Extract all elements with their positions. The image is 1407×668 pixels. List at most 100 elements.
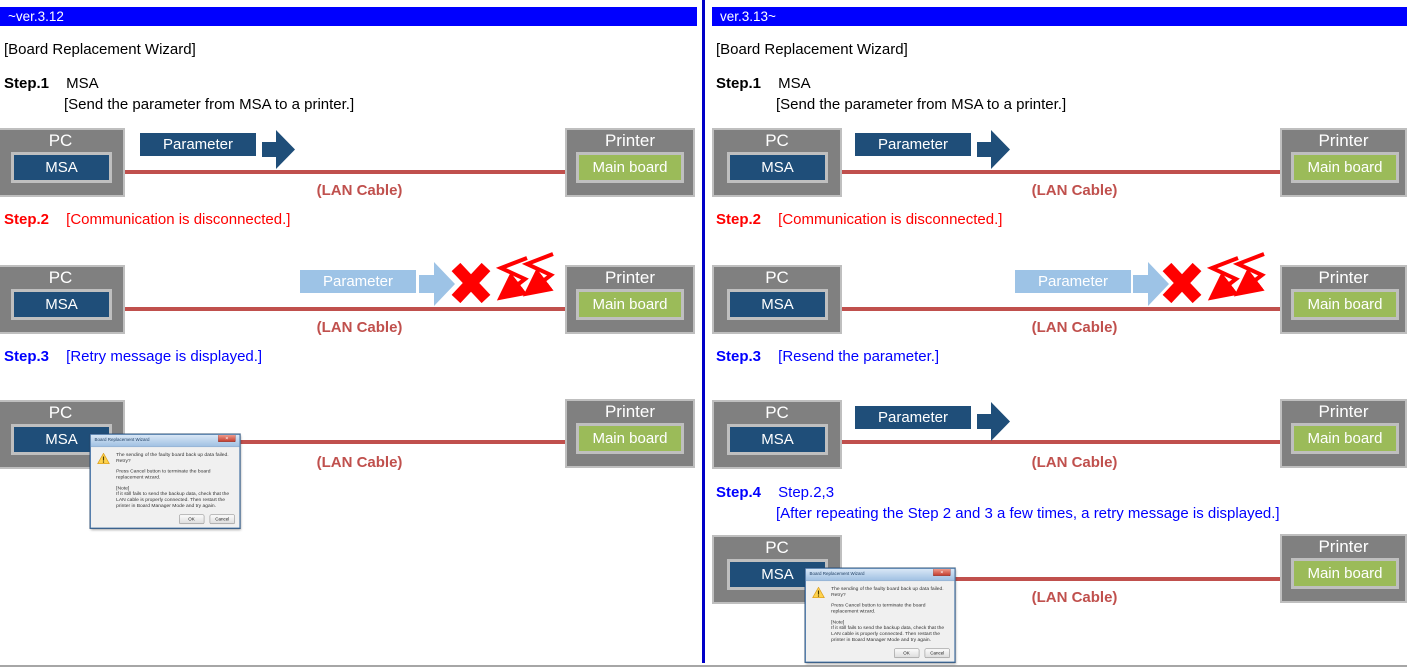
parameter-arrow-icon — [1133, 262, 1169, 306]
dialog-close-button[interactable]: ✕ — [217, 434, 236, 443]
lan-cable-label: (LAN Cable) — [316, 319, 403, 336]
lan-cable-label: (LAN Cable) — [1031, 182, 1118, 199]
ok-button[interactable]: OK — [893, 648, 920, 658]
mainboard-box: Main board — [1291, 152, 1399, 183]
error-x-icon — [1162, 263, 1202, 303]
pc-box: PC MSA — [712, 265, 842, 334]
dialog-close-button[interactable]: ✕ — [932, 568, 951, 577]
dialog-buttons: OK Cancel — [890, 648, 950, 658]
version-banner-left: ~ver.3.12 — [0, 7, 697, 26]
msa-box: MSA — [11, 289, 112, 320]
mainboard-box: Main board — [576, 423, 684, 454]
step1-right-line2: [Send the parameter from MSA to a printe… — [776, 96, 1066, 113]
step-text: [Retry message is displayed.] — [66, 348, 263, 365]
printer-label: Printer — [604, 131, 656, 150]
mainboard-box: Main board — [1291, 423, 1399, 454]
retry-zigzag-icon — [495, 252, 555, 301]
parameter-box: Parameter — [300, 270, 416, 293]
retry-dialog: Board Replacement Wizard ✕ The sending o… — [90, 434, 241, 529]
step-text: [Resend the parameter.] — [778, 348, 940, 365]
dialog-note-label: [Note] — [831, 619, 845, 625]
parameter-box: Parameter — [1015, 270, 1131, 293]
warning-icon — [97, 452, 110, 465]
parameter-arrow-icon — [977, 130, 1010, 169]
step3-right: Step.3 [Resend the parameter.] — [716, 348, 939, 365]
ok-button[interactable]: OK — [178, 514, 205, 524]
mainboard-box: Main board — [576, 152, 684, 183]
parameter-box: Parameter — [855, 133, 971, 156]
parameter-arrow-icon — [262, 130, 295, 169]
msa-box: MSA — [11, 152, 112, 183]
printer-box: Printer Main board — [565, 128, 695, 197]
pc-label: PC — [48, 268, 73, 287]
version-label: ~ver.3.12 — [8, 9, 64, 24]
mainboard-box: Main board — [1291, 558, 1399, 589]
wizard-title-left: [Board Replacement Wizard] — [4, 41, 196, 58]
step-text: [Send the parameter from MSA to a printe… — [776, 96, 1067, 113]
close-icon: ✕ — [940, 569, 944, 575]
pc-box: PC MSA — [712, 128, 842, 197]
pc-label: PC — [765, 131, 789, 150]
printer-label: Printer — [1318, 131, 1369, 150]
dialog-message: The sending of the faulty board back up … — [831, 586, 944, 598]
step-text: [Communication is disconnected.] — [778, 211, 1003, 228]
pc-label: PC — [765, 538, 789, 557]
parameter-box: Parameter — [140, 133, 256, 156]
printer-box: Printer Main board — [565, 399, 695, 468]
step-text: [Communication is disconnected.] — [66, 211, 291, 228]
pc-box: PC MSA — [0, 265, 125, 334]
dialog-message: Press Cancel button to terminate the boa… — [116, 468, 211, 480]
step4-right: Step.4 Step.2,3 — [716, 484, 834, 501]
step-text: [Send the parameter from MSA to a printe… — [64, 96, 355, 113]
step-label: Step.4 — [716, 484, 762, 501]
step-label: Step.3 — [716, 348, 762, 365]
lan-cable-line — [823, 440, 1290, 444]
slide-bottom-edge — [0, 665, 1407, 667]
cancel-button[interactable]: Cancel — [924, 648, 950, 658]
version-label: ver.3.13~ — [720, 9, 776, 24]
step-label: Step.3 — [4, 348, 50, 365]
step2-left: Step.2 [Communication is disconnected.] — [4, 211, 290, 228]
step-text: MSA — [778, 75, 811, 92]
printer-box: Printer Main board — [1280, 128, 1407, 197]
lan-cable-line — [108, 307, 575, 311]
pc-label: PC — [765, 268, 789, 287]
pc-box: PC MSA — [0, 128, 125, 197]
parameter-box: Parameter — [855, 406, 971, 429]
step-text: [After repeating the Step 2 and 3 a few … — [776, 505, 1280, 522]
pc-label: PC — [48, 131, 73, 150]
printer-box: Printer Main board — [1280, 265, 1407, 334]
lan-cable-label: (LAN Cable) — [316, 182, 403, 199]
dialog-note-label: [Note] — [116, 485, 130, 491]
retry-zigzag-icon — [1206, 252, 1266, 301]
printer-box: Printer Main board — [1280, 534, 1407, 603]
printer-label: Printer — [1318, 268, 1369, 287]
msa-box: MSA — [727, 289, 828, 320]
lan-cable-label: (LAN Cable) — [1031, 454, 1118, 471]
dialog-titlebar: Board Replacement Wizard ✕ — [805, 568, 955, 582]
dialog-body: The sending of the faulty board back up … — [91, 447, 240, 514]
close-icon: ✕ — [225, 435, 229, 441]
parameter-arrow-icon — [419, 262, 455, 306]
pc-label: PC — [765, 403, 789, 422]
msa-box: MSA — [727, 424, 828, 455]
step1-left: Step.1 MSA — [4, 75, 99, 92]
step-label: Step.2 — [4, 211, 50, 228]
step1-right: Step.1 MSA — [716, 75, 811, 92]
step-text: Step.2,3 — [778, 484, 835, 501]
lan-cable-line — [823, 307, 1290, 311]
printer-label: Printer — [604, 402, 656, 421]
dialog-text: The sending of the faulty board back up … — [831, 586, 950, 643]
dialog-message: The sending of the faulty board back up … — [116, 452, 229, 464]
step-label: Step.1 — [4, 75, 50, 92]
msa-box: MSA — [727, 152, 828, 183]
dialog-note-text: If it still fails to send the backup dat… — [116, 491, 230, 509]
step3-left: Step.3 [Retry message is displayed.] — [4, 348, 262, 365]
dialog-title: Board Replacement Wizard — [809, 571, 865, 577]
dialog-title: Board Replacement Wizard — [94, 437, 150, 443]
mainboard-box: Main board — [576, 289, 684, 320]
step1-left-line2: [Send the parameter from MSA to a printe… — [64, 96, 354, 113]
cancel-button[interactable]: Cancel — [209, 514, 235, 524]
lan-cable-line — [823, 577, 1290, 581]
printer-box: Printer Main board — [1280, 399, 1407, 468]
